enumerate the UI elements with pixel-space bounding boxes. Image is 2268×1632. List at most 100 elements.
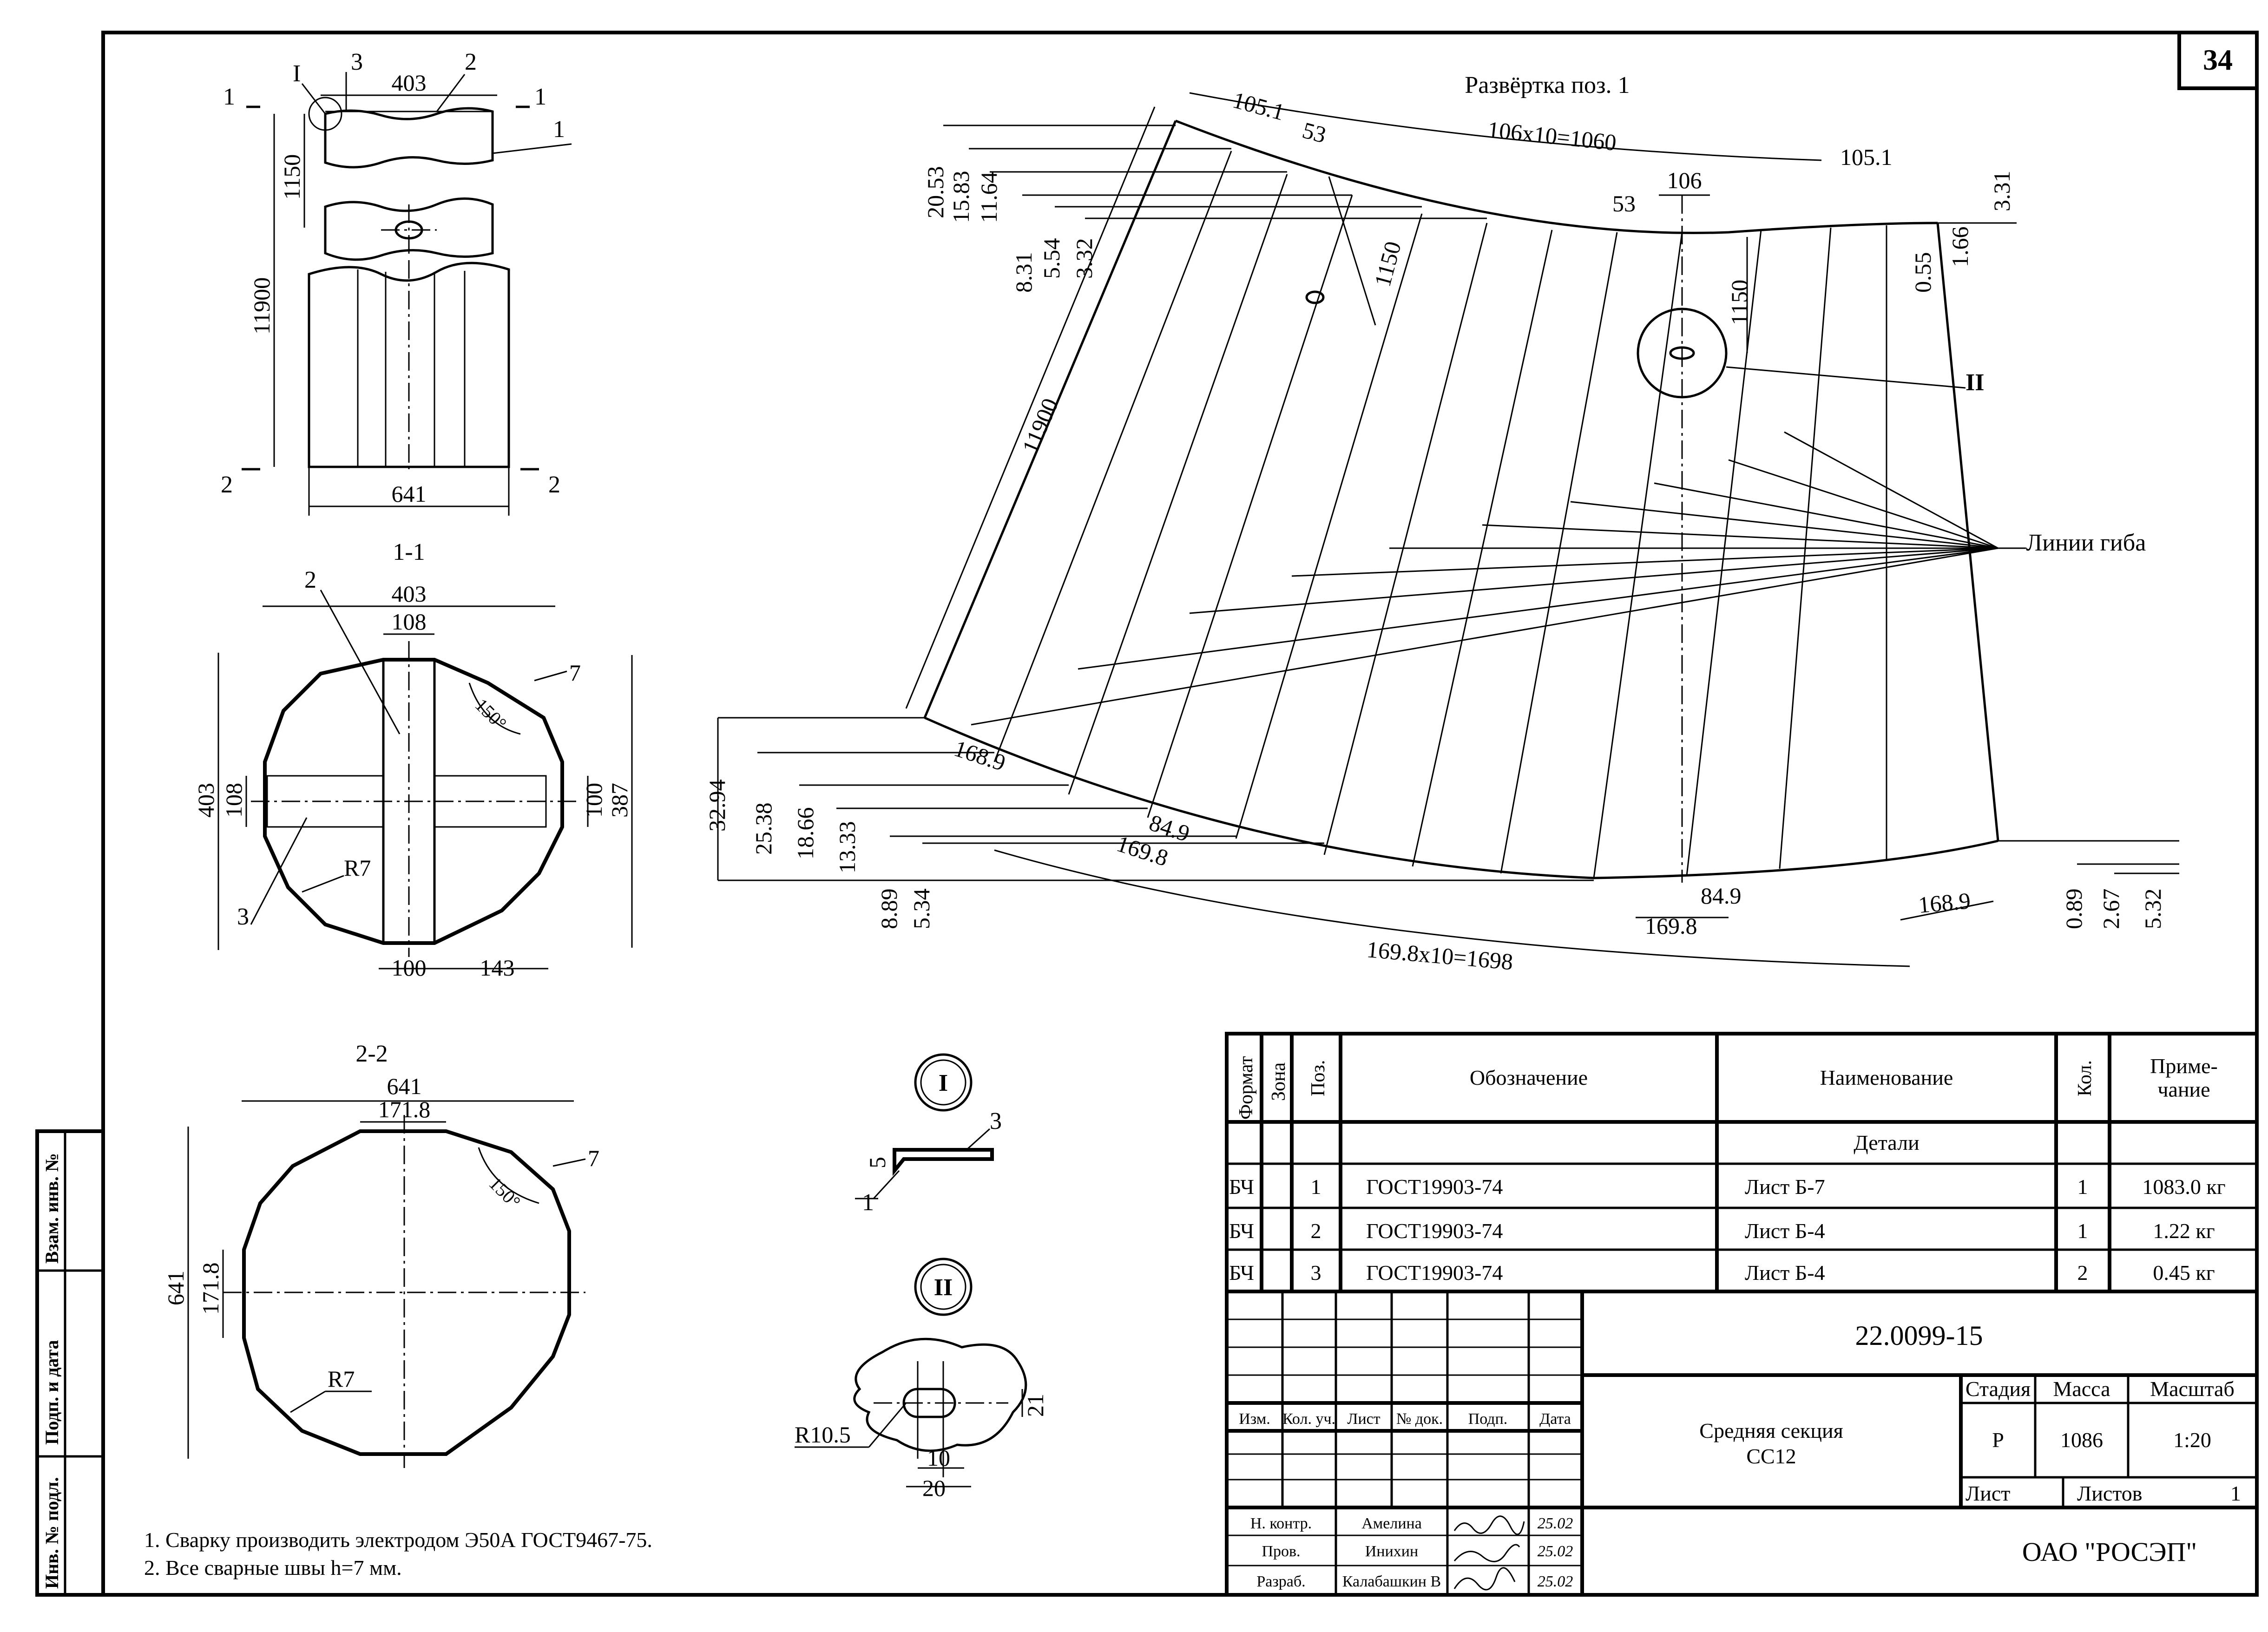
title-block: Изм. Кол. уч. Лист № док. Подп. Дата Н. …: [1225, 1290, 2259, 1597]
dev-left-2: 15.83: [948, 171, 974, 223]
detail-ii: II 10 20 21 R10.5: [795, 1258, 1048, 1501]
s1-inner-top: 108: [392, 609, 427, 635]
main-callout-2: 2: [465, 49, 477, 75]
development-view: Развёртка поз. 1: [704, 72, 2179, 975]
dev-bl-2: 25.38: [750, 803, 776, 855]
stamp-replace-inv: Взам. инв. №: [41, 1153, 62, 1264]
signature-razrab: [1453, 1567, 1516, 1591]
dev-left-6: 3.32: [1071, 238, 1097, 279]
dev-top-d9: 0.55: [1910, 252, 1936, 293]
spec-header-note: Приме-чание: [2150, 1054, 2218, 1101]
stage-value: Р: [1992, 1428, 2004, 1452]
role-razrab-name: Калабашкин В: [1342, 1573, 1441, 1590]
company-name: ОАО "РОСЭП": [2022, 1537, 2197, 1567]
detail-ii-dim-b: 20: [922, 1475, 946, 1501]
side-stamp-strip: Взам. инв. № Подп. и дата Инв. № подл.: [35, 1129, 105, 1597]
svg-text:БЧ: БЧ: [1229, 1219, 1254, 1243]
svg-text:ГОСТ19903-74: ГОСТ19903-74: [1366, 1261, 1503, 1285]
detail-ii-label: II: [934, 1274, 953, 1301]
svg-text:Лист Б-7: Лист Б-7: [1745, 1175, 1825, 1199]
role-nkontr: Н. контр.: [1250, 1515, 1312, 1532]
detail-i-label: I: [939, 1070, 948, 1096]
dev-rb-3: 5.32: [2140, 889, 2166, 930]
spec-header-zone: Зона: [1268, 1062, 1289, 1101]
scale-label: Масштаб: [2150, 1377, 2235, 1401]
svg-text:1.22 кг: 1.22 кг: [2153, 1219, 2215, 1243]
spec-group: Детали: [1854, 1131, 1919, 1154]
dev-bl-4: 13.33: [834, 821, 860, 874]
spec-header-name: Наименование: [1820, 1066, 1953, 1089]
note-2: 2. Все сварные швы h=7 мм.: [144, 1556, 402, 1580]
dev-top-arc: 106х10=1060: [1486, 116, 1618, 156]
s1-left-inner: 108: [221, 783, 247, 818]
dev-top-d5: 53: [1612, 190, 1636, 216]
detail-i-callout-3: 3: [990, 1108, 1002, 1134]
dev-detail-ref: II: [1966, 369, 1984, 396]
svg-text:3: 3: [1311, 1261, 1321, 1285]
dev-bot-b6: 168.9: [1917, 887, 1972, 918]
sheet-number: 34: [2203, 43, 2233, 76]
dev-bl-3: 18.66: [792, 807, 818, 860]
spec-row: БЧ 1 ГОСТ19903-74 Лист Б-7 1 1083.0 кг: [1229, 1175, 2226, 1199]
s2-angle: 150°: [485, 1173, 525, 1213]
dev-top-d10: 1.66: [1947, 227, 1973, 268]
spec-header-designation: Обозначение: [1470, 1066, 1588, 1089]
detail-i-dim: 5: [864, 1157, 890, 1168]
stage-label: Стадия: [1966, 1377, 2031, 1401]
role-nkontr-name: Амелина: [1361, 1515, 1422, 1532]
sheet-number-box: [2177, 31, 2259, 90]
detail-i: I 3 1 5: [855, 1053, 1002, 1216]
main-view: 403 1150 11900 641 I 3 2 1 1 1 2 2: [221, 49, 572, 516]
dev-rb-2: 2.67: [2098, 889, 2124, 930]
dev-top-d6: 1150: [1369, 239, 1406, 289]
svg-text:0.45 кг: 0.45 кг: [2153, 1261, 2215, 1285]
section-2-title: 2-2: [355, 1041, 388, 1067]
role-prov: Пров.: [1262, 1543, 1300, 1560]
spec-row: БЧ 3 ГОСТ19903-74 Лист Б-4 2 0.45 кг: [1229, 1261, 2215, 1285]
svg-text:Лист Б-4: Лист Б-4: [1745, 1261, 1825, 1285]
role-nkontr-date: 25.02: [1538, 1515, 1573, 1532]
main-height-dim: 11900: [249, 277, 275, 334]
note-1: 1. Сварку производить электродом Э50А ГО…: [144, 1528, 652, 1552]
bend-lines: [971, 431, 2026, 726]
dev-bl-6: 5.34: [908, 889, 934, 930]
dev-left-1: 20.53: [922, 166, 948, 219]
section-mark-2-right: 2: [548, 472, 560, 498]
dev-top-d1: 105.1: [1230, 87, 1287, 125]
dev-left-5: 5.54: [1039, 238, 1065, 279]
svg-text:Лист Б-4: Лист Б-4: [1745, 1219, 1825, 1243]
sheets-label: Листов: [2077, 1481, 2142, 1505]
section-1-1: 1-1 403 108 403 108 100 387 100 143 7 15…: [193, 539, 633, 981]
title-line-1: Средняя секция: [1699, 1419, 1843, 1442]
main-segment-dim: 1150: [279, 154, 305, 200]
svg-text:1: 1: [1311, 1175, 1321, 1199]
dev-bot-b5: 169.8: [1645, 913, 1697, 939]
spec-row: БЧ 2 ГОСТ19903-74 Лист Б-4 1 1.22 кг: [1229, 1219, 2215, 1243]
s1-top: 403: [392, 581, 427, 607]
s1-bottom: 143: [480, 955, 515, 981]
detail-ii-radius: R10.5: [795, 1422, 851, 1448]
svg-text:ГОСТ19903-74: ГОСТ19903-74: [1366, 1175, 1503, 1199]
dev-bl-1: 32.94: [704, 780, 730, 832]
section-1-title: 1-1: [393, 539, 425, 565]
dev-top-d4: 106: [1667, 167, 1702, 193]
rev-header-kol: Кол. уч.: [1282, 1410, 1335, 1428]
main-bottom-width: 641: [392, 481, 427, 507]
main-callout-1: 1: [553, 116, 565, 143]
dev-left-4: 8.31: [1011, 252, 1037, 293]
s1-radius: R7: [344, 855, 371, 881]
svg-text:1: 1: [2077, 1219, 2088, 1243]
scale-value: 1:20: [2173, 1428, 2211, 1452]
main-callout-detail-i: I: [293, 60, 301, 87]
signature-nkontr: [1453, 1515, 1525, 1535]
s1-right-inner: 100: [581, 783, 607, 818]
svg-text:2: 2: [2077, 1261, 2088, 1285]
s1-left: 403: [193, 783, 219, 818]
spec-header-qty: Кол.: [2074, 1060, 2096, 1096]
dev-left-3: 11.64: [976, 171, 1002, 223]
stamp-sign-date: Подп. и дата: [41, 1340, 62, 1445]
dev-top-d8: 3.31: [1989, 171, 2015, 212]
rev-header-izm: Изм.: [1239, 1410, 1270, 1428]
s2-left: 641: [163, 1271, 189, 1305]
